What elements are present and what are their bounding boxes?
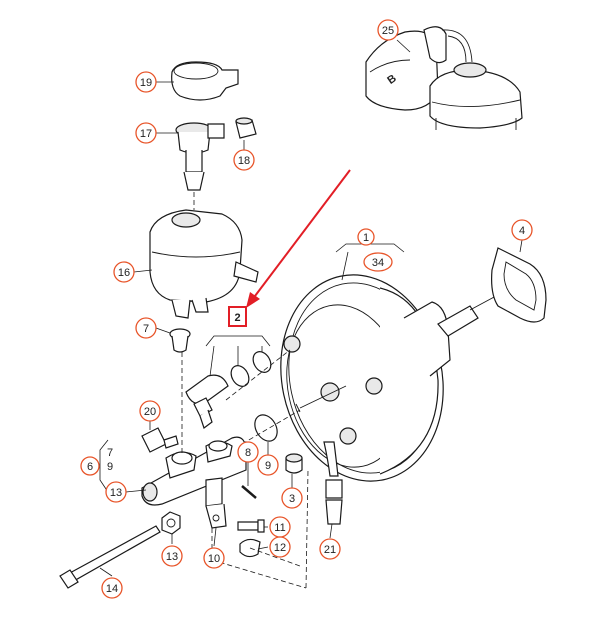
brake-booster-1 <box>280 274 497 482</box>
nut-13 <box>161 511 181 535</box>
svg-text:7: 7 <box>143 323 149 335</box>
svg-text:7: 7 <box>107 447 113 459</box>
svg-text:1: 1 <box>363 232 369 244</box>
callout-6-group: 7 9 6 <box>80 447 113 476</box>
svg-text:16: 16 <box>118 267 130 279</box>
callout-3: 3 <box>281 487 303 509</box>
svg-text:13: 13 <box>166 551 178 563</box>
bracket-10 <box>205 503 227 529</box>
seal-9 <box>254 414 278 442</box>
svg-text:9: 9 <box>265 460 271 472</box>
svg-text:9: 9 <box>107 461 113 473</box>
callout-7-grommet: 7 <box>135 317 157 339</box>
reservoir-bottle-25: B <box>365 26 523 130</box>
callout-14: 14 <box>101 577 123 599</box>
svg-text:4: 4 <box>519 225 525 237</box>
callout-21: 21 <box>319 538 341 560</box>
bolt-11 <box>237 519 265 533</box>
svg-text:18: 18 <box>238 155 250 167</box>
svg-text:13: 13 <box>110 487 122 499</box>
callout-11: 11 <box>269 516 291 538</box>
callout-8: 8 <box>237 441 259 463</box>
svg-text:14: 14 <box>106 583 118 595</box>
filter-17 <box>175 122 225 191</box>
callout-1: 1 <box>357 228 375 246</box>
callout-10: 10 <box>203 547 225 569</box>
callout-16: 16 <box>113 261 135 283</box>
piston-seal-set-2 <box>185 351 272 429</box>
callout-19: 19 <box>135 71 157 93</box>
svg-text:20: 20 <box>144 406 156 418</box>
gasket-4 <box>491 247 547 323</box>
callout-20: 20 <box>139 400 161 422</box>
callout-4: 4 <box>511 219 533 241</box>
callout-18: 18 <box>233 149 255 171</box>
svg-text:8: 8 <box>245 447 251 459</box>
red-pointer-arrow <box>246 169 351 308</box>
callout-13-lower: 13 <box>161 545 183 567</box>
svg-text:21: 21 <box>324 544 336 556</box>
callout-12: 12 <box>269 536 291 558</box>
svg-text:3: 3 <box>289 493 295 505</box>
assembly-lines <box>181 192 309 589</box>
sensor-20 <box>141 427 179 453</box>
svg-text:34: 34 <box>372 257 384 269</box>
callout-17: 17 <box>135 122 157 144</box>
svg-text:10: 10 <box>208 553 220 565</box>
pin-8 <box>241 485 257 499</box>
svg-text:2: 2 <box>234 312 240 324</box>
callout-25: 25 <box>377 19 399 41</box>
callout-markers: 25 19 17 18 16 7 1 34 4 20 7 9 6 13 9 8 … <box>80 19 533 599</box>
svg-text:12: 12 <box>274 542 286 554</box>
plug-18 <box>235 117 257 139</box>
long-bolt-14 <box>59 525 161 589</box>
vacuum-hose-21 <box>323 441 343 525</box>
svg-text:17: 17 <box>140 128 152 140</box>
reservoir-cap-19 <box>171 61 239 101</box>
callout-13-upper: 13 <box>105 481 127 503</box>
svg-text:11: 11 <box>274 522 285 534</box>
check-valve-3 <box>285 453 303 474</box>
callout-9: 9 <box>257 454 279 476</box>
svg-text:25: 25 <box>382 25 394 37</box>
brake-fluid-reservoir-16 <box>149 209 259 319</box>
callout-1-sub: 34 <box>363 252 393 272</box>
svg-text:19: 19 <box>140 77 152 89</box>
svg-text:6: 6 <box>87 461 93 473</box>
grommet-7 <box>169 328 191 353</box>
highlight-callout-2: 2 <box>228 306 247 327</box>
master-cylinder-body <box>141 436 247 507</box>
